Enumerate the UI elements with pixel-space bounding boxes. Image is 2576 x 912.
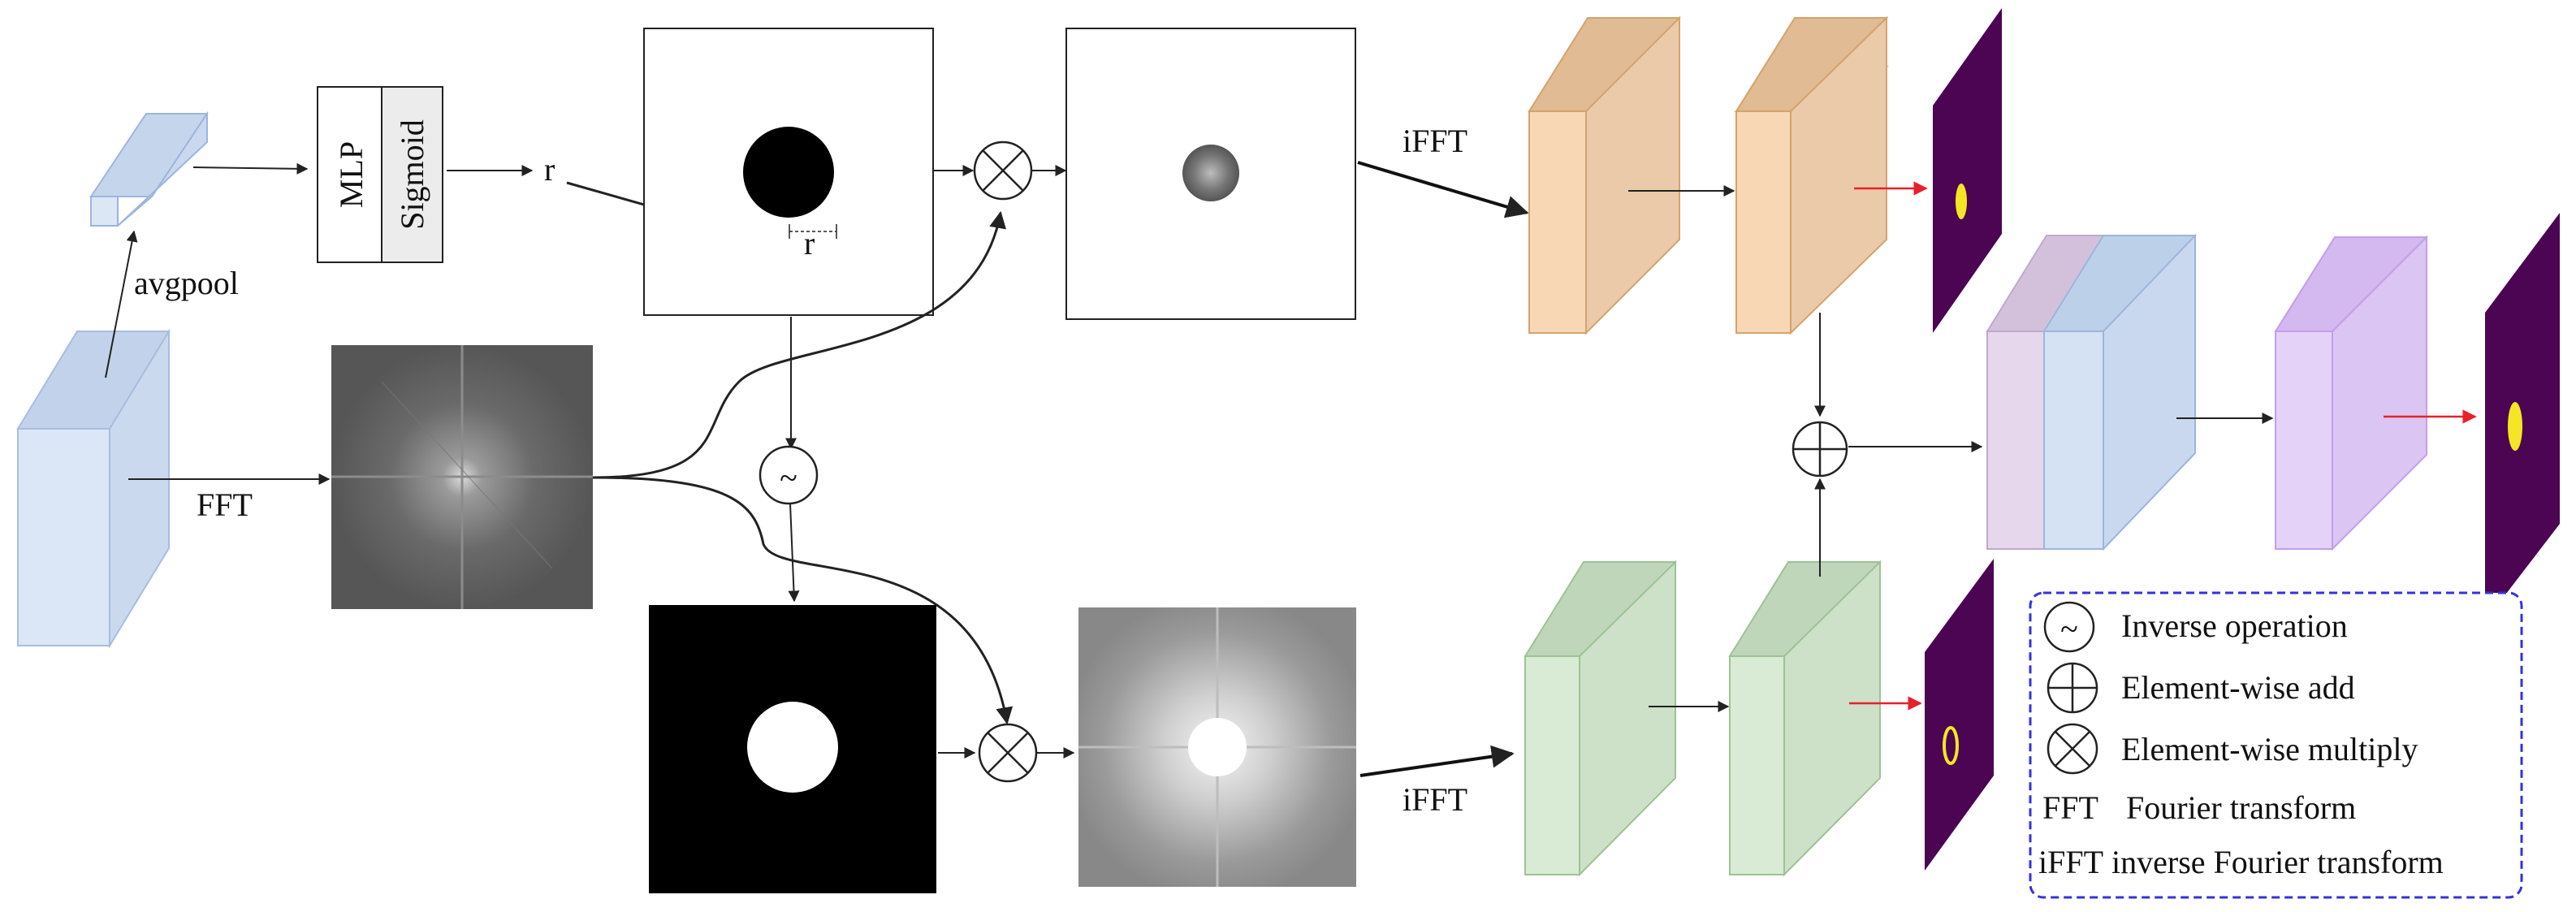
multiply-operator-top <box>973 140 1033 201</box>
legend-add-text: Element-wise add <box>2121 669 2355 706</box>
mlp-label: MLP <box>333 141 370 208</box>
heatmap-output <box>2485 213 2560 621</box>
frequency-spectrum-image <box>331 345 593 609</box>
legend-multiply-icon <box>2047 723 2098 775</box>
multiply-operator-bottom <box>978 723 1038 783</box>
orange-block-2 <box>1734 15 1889 335</box>
avgpool-label: avgpool <box>134 265 239 301</box>
concatenated-feature-block <box>1986 233 2197 551</box>
spectrum-to-multiply-bottom-curve <box>592 476 1014 725</box>
legend-inverse-icon: ~ <box>2043 601 2095 653</box>
legend-inverse-text: Inverse operation <box>2121 607 2348 644</box>
legend-ifft-abbr: iFFT <box>2038 844 2103 880</box>
mlp-box <box>317 86 383 263</box>
r-output-label: r <box>544 151 555 188</box>
green-block-2 <box>1728 560 1882 877</box>
legend-add-icon <box>2047 662 2098 714</box>
sigmoid-label: Sigmoid <box>394 119 430 230</box>
avgpool-arrow <box>105 230 138 378</box>
low-pass-mask: r <box>643 28 934 316</box>
legend-fft-abbr: FFT <box>2042 789 2098 826</box>
inverse-to-mask-arrow <box>788 503 800 603</box>
purple-block <box>2274 235 2428 551</box>
heatmap-low-frequency <box>1933 8 2002 333</box>
legend-frame <box>2029 591 2523 899</box>
inverse-symbol: ~ <box>780 460 797 496</box>
sigmoid-box <box>381 86 443 263</box>
svg-text:~: ~ <box>2060 611 2078 647</box>
avgpool-vector <box>89 110 209 227</box>
inverse-operator: ~ <box>759 445 819 505</box>
ifft-top-arrow <box>1357 161 1529 218</box>
spectrum-to-multiply-top-curve <box>592 210 1006 479</box>
high-frequency-image <box>1078 607 1356 887</box>
ifft-bottom-label: iFFT <box>1403 781 1467 818</box>
input-feature-block <box>16 328 171 649</box>
fft-label: FFT <box>197 486 253 523</box>
legend: ~ Inverse operation Element-wise add Ele… <box>2029 591 2523 899</box>
ifft-top-label: iFFT <box>1403 123 1467 159</box>
mlp-sigmoid-module: MLP Sigmoid <box>317 86 443 263</box>
radius-label: r <box>804 225 815 261</box>
orange-block-1 <box>1528 15 1681 335</box>
low-frequency-image <box>1065 28 1356 320</box>
vector-to-mlp-arrow <box>192 162 309 175</box>
heatmap-high-frequency <box>1925 559 1994 871</box>
green-block-1 <box>1524 560 1677 877</box>
add-operator <box>1792 421 1848 478</box>
legend-fft-text: Fourier transform <box>2126 789 2356 826</box>
legend-multiply-text: Element-wise multiply <box>2121 731 2418 767</box>
legend-ifft-text: inverse Fourier transform <box>2111 844 2444 880</box>
high-pass-mask <box>649 605 936 893</box>
ifft-bottom-arrow <box>1359 745 1515 777</box>
